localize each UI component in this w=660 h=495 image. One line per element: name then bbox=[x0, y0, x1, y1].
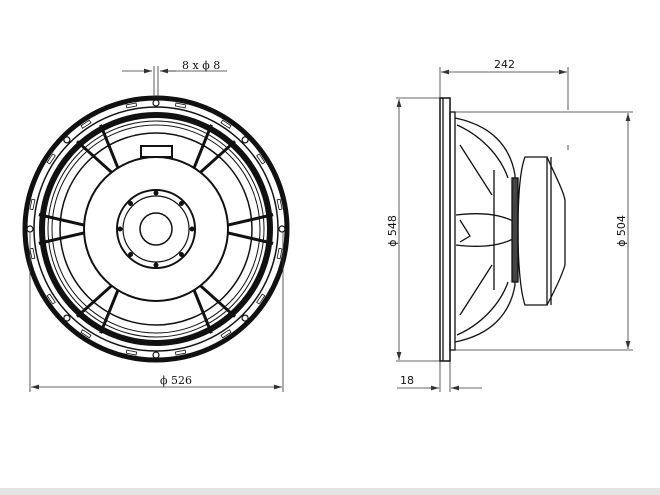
frame-slot bbox=[174, 102, 187, 109]
basket-spoke bbox=[38, 213, 87, 228]
footer-bar bbox=[0, 488, 660, 495]
frame-slot bbox=[276, 247, 283, 260]
basket-spoke bbox=[76, 140, 115, 175]
basket-rim bbox=[449, 111, 456, 351]
magnet-bolts bbox=[117, 190, 195, 268]
magnet-bolt bbox=[189, 226, 195, 232]
baffle-diameter-label: ϕ 504 bbox=[615, 215, 628, 247]
magnet-bolt bbox=[153, 190, 159, 196]
magnet-assembly bbox=[517, 156, 548, 306]
frame-slot bbox=[29, 198, 36, 211]
cone-ring bbox=[59, 132, 253, 326]
mounting-hole bbox=[241, 314, 249, 322]
magnet-bolt bbox=[178, 201, 184, 207]
mounting-holes bbox=[26, 99, 286, 359]
mounting-hole bbox=[63, 136, 71, 144]
frame-slot bbox=[46, 293, 56, 305]
mounting-hole bbox=[241, 136, 249, 144]
surround-ring bbox=[39, 112, 273, 346]
basket-spoke bbox=[225, 230, 274, 245]
frame-slot bbox=[220, 119, 232, 129]
terminal-block bbox=[140, 145, 173, 158]
frame-slot bbox=[276, 198, 283, 211]
frame-slot bbox=[46, 153, 56, 165]
mounting-hole bbox=[26, 225, 34, 233]
side-view bbox=[439, 97, 566, 362]
frame-slot bbox=[29, 247, 36, 260]
motor-plate bbox=[511, 177, 519, 283]
pole-vent bbox=[139, 212, 173, 246]
dust-cap bbox=[83, 156, 229, 302]
mounting-hole bbox=[152, 99, 160, 107]
magnet-ring-outer bbox=[116, 189, 196, 269]
basket-spokes bbox=[38, 124, 274, 334]
hole-spec-label: 8 x ϕ 8 bbox=[182, 59, 220, 72]
front-view bbox=[22, 95, 290, 363]
basket-spoke bbox=[225, 213, 274, 228]
frame-slot bbox=[125, 349, 138, 356]
frame-slot bbox=[256, 153, 266, 165]
surround-line-1 bbox=[47, 120, 265, 338]
flange bbox=[439, 97, 451, 362]
front-diameter-label: ϕ 526 bbox=[160, 374, 192, 387]
magnet-bolt bbox=[128, 251, 134, 257]
basket-spoke bbox=[197, 283, 236, 318]
mounting-hole bbox=[152, 351, 160, 359]
surround-line-2 bbox=[51, 124, 261, 334]
frame-inner-ring bbox=[33, 106, 279, 352]
magnet-bolt bbox=[178, 251, 184, 257]
basket-spoke bbox=[191, 124, 213, 171]
basket-spoke bbox=[191, 287, 213, 334]
frame-slot bbox=[256, 293, 266, 305]
frame-slot bbox=[174, 349, 187, 356]
frame-slot bbox=[220, 329, 232, 339]
mounting-hole bbox=[278, 225, 286, 233]
basket-spoke bbox=[76, 283, 115, 318]
front-dimensions bbox=[29, 66, 284, 392]
basket-spoke bbox=[99, 124, 121, 171]
frame-slot bbox=[80, 329, 92, 339]
basket-spoke bbox=[99, 287, 121, 334]
magnet-bolt bbox=[117, 226, 123, 232]
frame-slot bbox=[80, 119, 92, 129]
side-dimensions bbox=[396, 67, 633, 392]
flange-thickness-label: 18 bbox=[400, 374, 414, 387]
magnet-bolt bbox=[153, 262, 159, 268]
frame-slot bbox=[125, 102, 138, 109]
basket-spoke bbox=[197, 140, 236, 175]
magnet-ring-inner bbox=[122, 195, 190, 263]
mounting-hole bbox=[63, 314, 71, 322]
depth-label: 242 bbox=[494, 58, 515, 71]
magnet-bolt bbox=[128, 201, 134, 207]
basket-spoke bbox=[38, 230, 87, 245]
flange-diameter-label: ϕ 548 bbox=[386, 215, 399, 247]
outer-frame-ring bbox=[22, 95, 290, 363]
